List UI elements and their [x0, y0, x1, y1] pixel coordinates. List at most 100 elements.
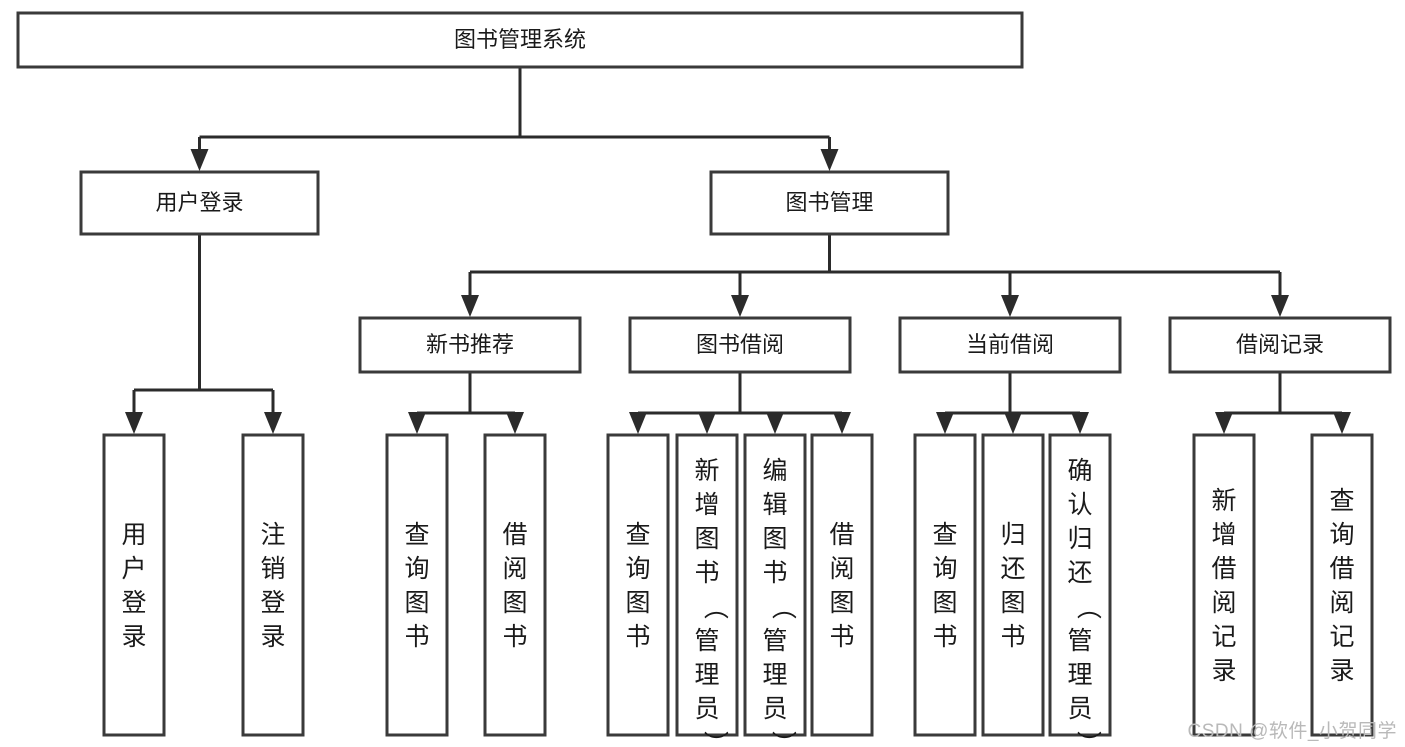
arrow-head-icon	[731, 295, 749, 317]
arrow-head-icon	[125, 412, 143, 434]
svg-text:借: 借	[1211, 555, 1236, 583]
node-leaf-5[interactable]	[675, 433, 739, 737]
node-level2-1-rect[interactable]	[709, 170, 950, 236]
node-leaf-4-rect[interactable]	[606, 433, 670, 737]
svg-text:图: 图	[932, 589, 957, 617]
node-leaf-10-rect[interactable]	[1048, 433, 1112, 737]
svg-text:户: 户	[121, 555, 146, 583]
node-leaf-5-rect[interactable]	[675, 433, 739, 737]
svg-text:登: 登	[260, 589, 285, 617]
node-leaf-0[interactable]	[102, 433, 166, 737]
node-leaf-3[interactable]	[483, 433, 547, 737]
node-leaf-8-rect[interactable]	[913, 433, 977, 737]
node-level3-1-rect[interactable]	[628, 316, 852, 374]
node-leaf-3-rect[interactable]	[483, 433, 547, 737]
edge-group-4	[1215, 372, 1351, 434]
node-leaf-11-rect[interactable]	[1192, 433, 1256, 737]
svg-text:借: 借	[1329, 555, 1354, 583]
svg-text:还: 还	[1067, 559, 1092, 587]
node-level3-0-rect[interactable]	[358, 316, 582, 374]
edge-group-1	[408, 372, 524, 434]
node-leaf-8[interactable]	[913, 433, 977, 737]
svg-text:询: 询	[1329, 521, 1354, 549]
svg-text:书: 书	[762, 559, 787, 587]
svg-text:）: ）	[701, 730, 729, 747]
svg-text:阅: 阅	[502, 555, 527, 583]
node-root-rect[interactable]	[16, 11, 1024, 69]
node-leaf-6-rect[interactable]	[743, 433, 807, 737]
node-leaf-1-rect[interactable]	[241, 433, 305, 737]
svg-text:图: 图	[694, 525, 719, 553]
node-level2-1[interactable]	[709, 170, 950, 236]
svg-text:借: 借	[502, 521, 527, 549]
svg-text:图: 图	[1000, 589, 1025, 617]
arrow-head-icon	[1333, 412, 1351, 434]
node-leaf-0-rect[interactable]	[102, 433, 166, 737]
svg-text:记: 记	[1211, 623, 1236, 651]
node-leaf-2[interactable]	[385, 433, 449, 737]
node-leaf-9[interactable]	[981, 433, 1045, 737]
node-leaf-7-rect[interactable]	[810, 433, 874, 737]
node-level3-3[interactable]	[1168, 316, 1392, 374]
node-root[interactable]	[16, 11, 1024, 69]
svg-text:图: 图	[829, 589, 854, 617]
edge-group-3	[936, 372, 1089, 434]
node-level3-0[interactable]	[358, 316, 582, 374]
node-leaf-11[interactable]	[1192, 433, 1256, 737]
node-level2-0-rect[interactable]	[79, 170, 320, 236]
svg-text:借: 借	[829, 521, 854, 549]
svg-text:图: 图	[625, 589, 650, 617]
svg-text:（: （	[701, 594, 729, 619]
svg-text:新: 新	[694, 457, 719, 485]
svg-text:归: 归	[1067, 525, 1092, 553]
arrow-head-icon	[506, 412, 524, 434]
svg-text:录: 录	[121, 623, 146, 651]
node-level2-0[interactable]	[79, 170, 320, 236]
svg-text:管: 管	[762, 627, 787, 655]
svg-text:理: 理	[1067, 661, 1092, 689]
node-level3-2[interactable]	[898, 316, 1122, 374]
node-level3-1[interactable]	[628, 316, 852, 374]
node-level3-3-rect[interactable]	[1168, 316, 1392, 374]
svg-text:图: 图	[502, 589, 527, 617]
arrow-head-icon	[1271, 295, 1289, 317]
edge-group-tushuguanli	[461, 234, 1289, 317]
svg-text:录: 录	[260, 623, 285, 651]
node-level3-1-label: 图书借阅	[696, 332, 784, 357]
node-leaf-12-rect[interactable]	[1310, 433, 1374, 737]
node-leaf-7[interactable]	[810, 433, 874, 737]
svg-text:理: 理	[694, 661, 719, 689]
arrow-head-icon	[629, 412, 647, 434]
node-leaf-10[interactable]	[1048, 433, 1112, 737]
node-level3-2-rect[interactable]	[898, 316, 1122, 374]
edge-group-0	[125, 234, 282, 434]
node-leaf-4[interactable]	[606, 433, 670, 737]
svg-text:阅: 阅	[1329, 589, 1354, 617]
node-level2-0-label: 用户登录	[155, 190, 243, 215]
svg-text:书: 书	[1000, 623, 1025, 651]
svg-text:辑: 辑	[762, 491, 787, 519]
svg-text:记: 记	[1329, 623, 1354, 651]
svg-text:）: ）	[769, 730, 797, 747]
node-leaf-1[interactable]	[241, 433, 305, 737]
node-leaf-12[interactable]	[1310, 433, 1374, 737]
arrow-head-icon	[1215, 412, 1233, 434]
svg-text:查: 查	[932, 521, 957, 549]
node-level3-3-label: 借阅记录	[1236, 332, 1324, 357]
edge-group-2	[629, 372, 851, 434]
arrow-head-icon	[1071, 412, 1089, 434]
node-leaf-6[interactable]	[743, 433, 807, 737]
arrow-head-icon	[1001, 295, 1019, 317]
node-leaf-9-rect[interactable]	[981, 433, 1045, 737]
svg-text:管: 管	[694, 627, 719, 655]
node-leaf-2-rect[interactable]	[385, 433, 449, 737]
arrow-head-icon	[1004, 412, 1022, 434]
